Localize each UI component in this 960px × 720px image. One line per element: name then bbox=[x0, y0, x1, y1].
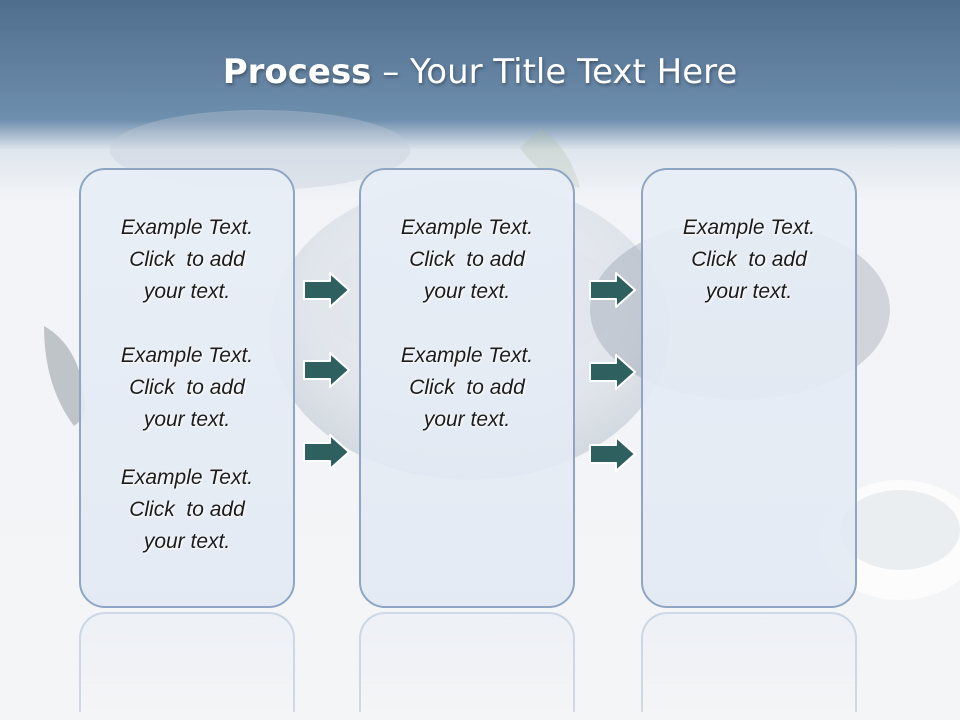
right-arrow-icon bbox=[303, 434, 350, 470]
text-line: Click to add bbox=[691, 248, 807, 271]
text-block[interactable]: Example Text. Click to add your text. bbox=[361, 340, 573, 436]
panel-reflection-1 bbox=[79, 612, 295, 712]
text-line: Click to add bbox=[409, 376, 525, 399]
title-bold: Process bbox=[222, 52, 372, 92]
text-line: Click to add bbox=[409, 248, 525, 271]
page-title[interactable]: Process – Your Title Text Here bbox=[0, 52, 960, 92]
text-block[interactable]: Example Text. Click to add your text. bbox=[81, 212, 293, 308]
process-panel-2[interactable]: Example Text. Click to add your text. Ex… bbox=[359, 168, 575, 608]
right-arrow-icon bbox=[303, 272, 350, 308]
title-rest: – Your Title Text Here bbox=[371, 52, 738, 92]
process-panel-1[interactable]: Example Text. Click to add your text. Ex… bbox=[79, 168, 295, 608]
text-block[interactable]: Example Text. Click to add your text. bbox=[81, 340, 293, 436]
text-line: your text. bbox=[143, 280, 231, 303]
text-block[interactable]: Example Text. Click to add your text. bbox=[643, 212, 855, 308]
panel-reflection-2 bbox=[359, 612, 575, 712]
text-line: your text. bbox=[423, 280, 511, 303]
text-line: your text. bbox=[143, 408, 231, 431]
text-line: your text. bbox=[705, 280, 793, 303]
right-arrow-icon bbox=[589, 272, 636, 308]
text-line: Example Text. bbox=[682, 216, 816, 239]
text-line: your text. bbox=[423, 408, 511, 431]
text-line: Example Text. bbox=[120, 466, 254, 489]
text-line: Click to add bbox=[129, 248, 245, 271]
text-line: Example Text. bbox=[120, 216, 254, 239]
right-arrow-icon bbox=[303, 352, 350, 388]
text-line: Click to add bbox=[129, 498, 245, 521]
text-line: Click to add bbox=[129, 376, 245, 399]
right-arrow-icon bbox=[589, 436, 636, 472]
text-line: your text. bbox=[143, 530, 231, 553]
process-panel-3[interactable]: Example Text. Click to add your text. bbox=[641, 168, 857, 608]
right-arrow-icon bbox=[589, 354, 636, 390]
text-line: Example Text. bbox=[400, 344, 534, 367]
text-block[interactable]: Example Text. Click to add your text. bbox=[81, 462, 293, 558]
panel-reflection-3 bbox=[641, 612, 857, 712]
text-line: Example Text. bbox=[400, 216, 534, 239]
text-line: Example Text. bbox=[120, 344, 254, 367]
text-block[interactable]: Example Text. Click to add your text. bbox=[361, 212, 573, 308]
